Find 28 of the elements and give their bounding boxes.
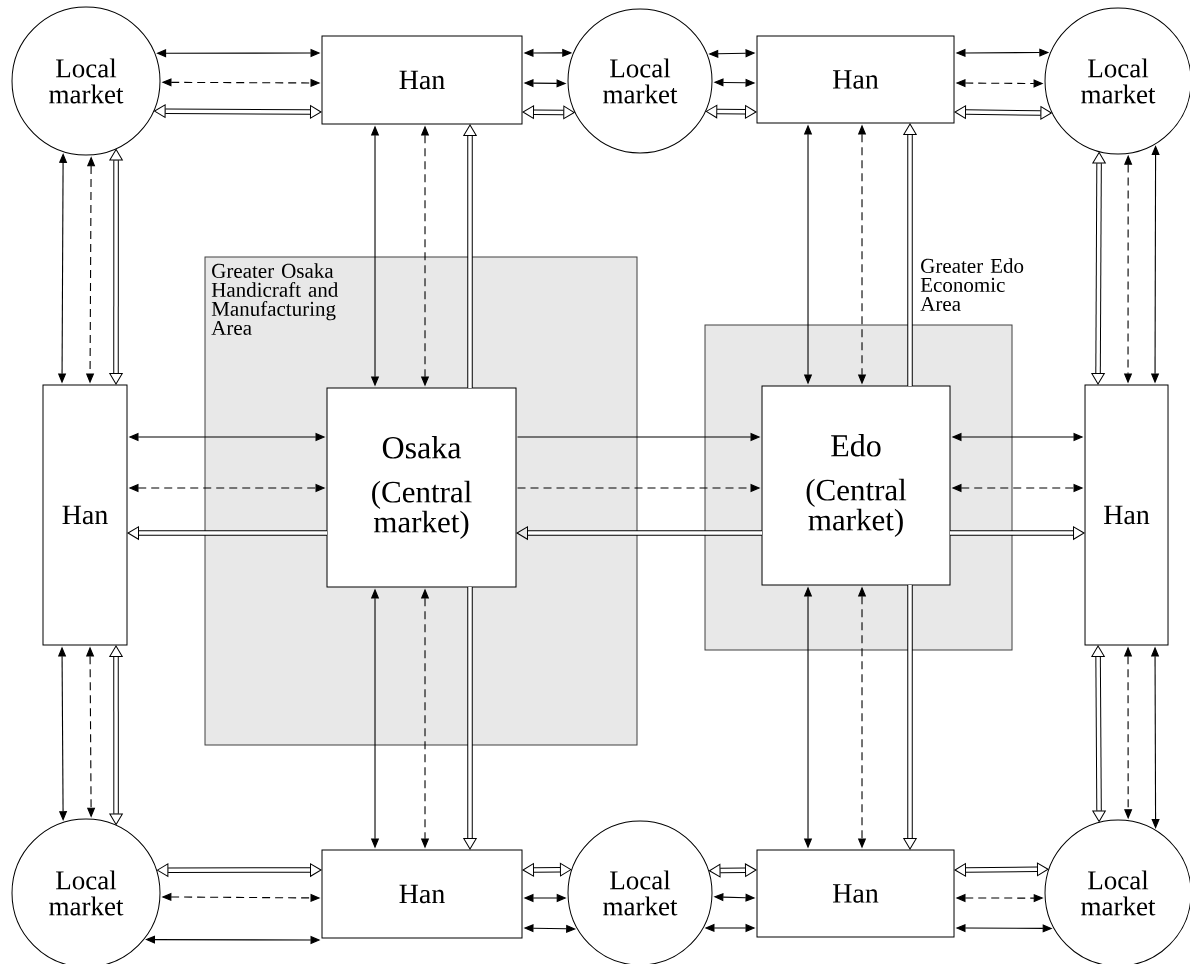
double-arrow [127,526,327,540]
central-market-box: Edo (Central market) [761,385,951,586]
node-label: Greater Edo Economic Area [920,258,1024,311]
han-box: Han [756,849,955,938]
double-arrow [1091,645,1106,822]
han-box: Han [1084,384,1169,646]
double-arrow [463,587,477,850]
double-arrow [463,124,477,388]
han-box: Han [42,384,128,646]
double-arrow [903,585,917,850]
han-box: Han [321,849,523,939]
double-arrow [954,105,1052,120]
double-arrow [109,149,123,385]
double-arrow [950,526,1085,540]
double-arrow [903,123,917,386]
double-arrow [156,863,322,877]
double-arrow [154,104,322,119]
central-market-box: Osaka (Central market) [326,387,517,588]
double-arrow [522,105,575,120]
han-box: Han [321,35,523,125]
han-box: Han [756,35,955,124]
double-arrow [709,863,757,878]
double-arrow [516,526,762,540]
double-arrow [109,645,123,825]
double-arrow [1091,152,1106,385]
double-arrow [954,862,1049,877]
double-arrow [522,862,572,877]
double-arrow [705,104,757,119]
